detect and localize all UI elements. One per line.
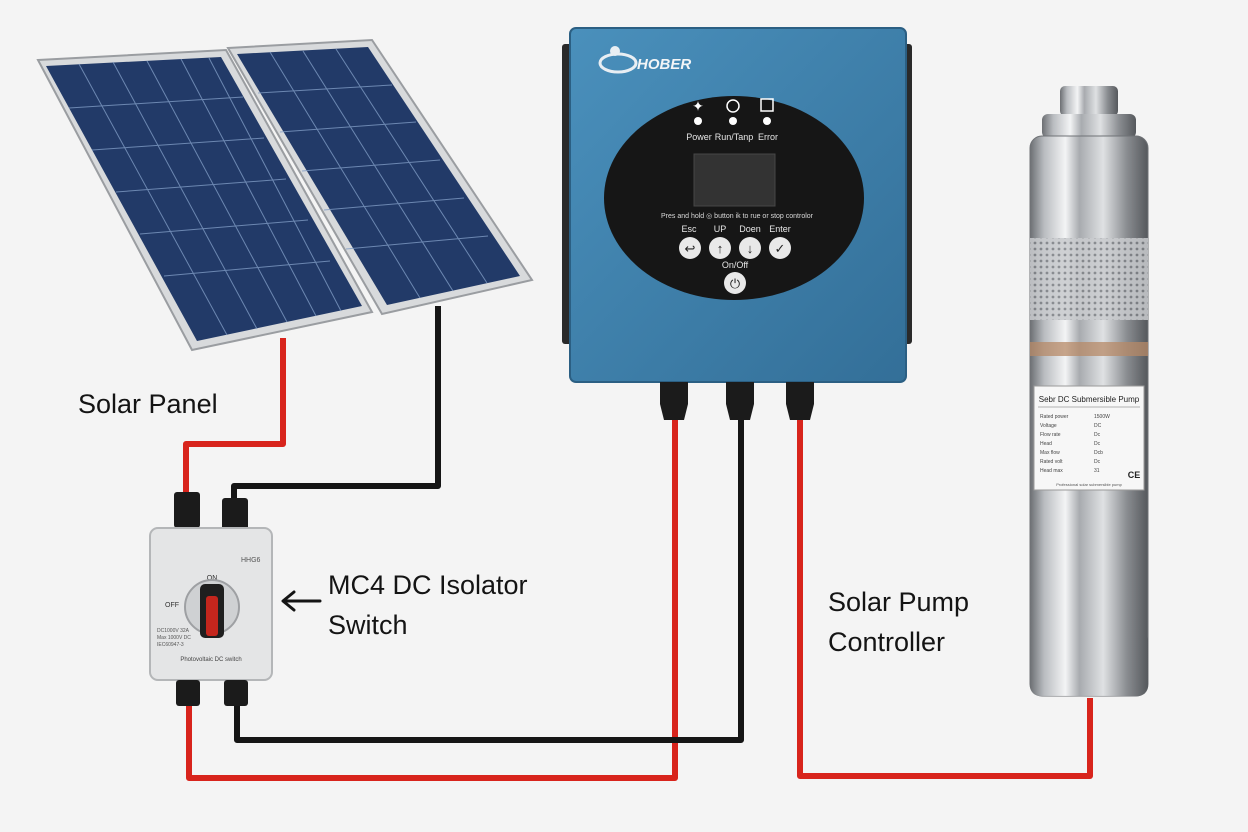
power-icon: ⏻ [730, 276, 740, 291]
spec-key: Flow rate [1040, 432, 1061, 438]
on-marking: ON [207, 575, 218, 582]
spec-key: Head [1040, 441, 1052, 447]
run-indicator-label: Run/Tanp [715, 132, 754, 142]
mc4-connector-top-left [174, 492, 200, 528]
isolator-negative-wire [234, 418, 744, 743]
enter-label: Enter [769, 224, 791, 234]
submersible-pump: Sebr DC Submersible Pump Rated power 150… [1029, 86, 1149, 697]
error-led [763, 117, 771, 125]
solar-panel-right [226, 38, 534, 316]
spec-value: Dcb [1094, 450, 1103, 456]
pump-nameplate [1033, 385, 1145, 491]
spec-key: Rated volt [1040, 459, 1063, 465]
isolator-brand-mark: HHG6 [241, 557, 261, 564]
checkmark-icon: ✓ [775, 241, 786, 256]
pump-intake-mesh [1030, 238, 1148, 320]
spec-value: 1500W [1094, 414, 1110, 420]
isolator-spec-line-1: DC1000V 32A [157, 628, 190, 634]
spec-value: Dc [1094, 459, 1101, 465]
isolator-label-line1: MC4 DC Isolator [328, 570, 528, 600]
spec-value: 31 [1094, 468, 1100, 474]
arrow-up-icon: ↑ [717, 241, 724, 256]
spec-key: Rated power [1040, 414, 1069, 420]
pump-copper-band [1030, 342, 1148, 356]
spec-value: Dc [1094, 432, 1101, 438]
back-arrow-icon: ↩ [685, 241, 696, 256]
controller-label-line1: Solar Pump [828, 587, 970, 617]
esc-label: Esc [681, 224, 697, 234]
panel-positive-wire [183, 338, 286, 498]
handle-red-indicator [206, 596, 218, 636]
solar-panel-label: Solar Panel [78, 389, 218, 419]
up-button[interactable]: ↑ [709, 237, 731, 259]
solar-pump-controller: HOBER ✦ Power Run/Tanp Error Pres and ho… [562, 27, 912, 420]
isolator-spec-line-3: IEC60947-3 [157, 642, 184, 648]
dc-isolator-switch: HHG6 ON OFF DC1000V 32A Max 1000V DC IEC… [149, 492, 273, 706]
panel-negative-wire [231, 306, 441, 505]
solar-panel-left [36, 48, 374, 352]
isolator-label-line2: Switch [328, 610, 408, 640]
isolator-positive-wire [186, 418, 678, 781]
esc-button[interactable]: ↩ [679, 237, 701, 259]
isolator-spec-line-2: Max 1000V DC [157, 635, 191, 641]
power-button[interactable]: ⏻ [724, 272, 746, 294]
isolator-pointer-arrow [281, 590, 322, 612]
brand-text: HOBER [637, 56, 691, 73]
down-button[interactable]: ↓ [739, 237, 761, 259]
nameplate-spec-table: Rated power 1500W Voltage DC Flow rate D… [1040, 414, 1110, 474]
mc4-connector-bottom-left [176, 680, 200, 706]
brand-logo: HOBER [598, 46, 691, 74]
ce-mark: CE [1128, 470, 1141, 480]
instruction-text: Pres and hold ◎ button ik to rue or stop… [661, 213, 814, 220]
down-label: Doen [739, 224, 761, 234]
spec-value: Dc [1094, 441, 1101, 447]
error-indicator-label: Error [758, 132, 778, 142]
pump-head [1042, 114, 1136, 138]
spec-key: Voltage [1040, 423, 1057, 429]
off-marking: OFF [165, 602, 179, 609]
pump-outlet-cap [1060, 86, 1118, 116]
cable-gland-right [786, 382, 814, 420]
rotary-switch-handle[interactable] [200, 584, 224, 638]
run-indicator-icon [726, 99, 740, 113]
mc4-connector-bottom-right [224, 680, 248, 706]
arrow-down-icon: ↓ [747, 241, 754, 256]
cable-glands [660, 382, 814, 420]
nameplate-title: Sebr DC Submersible Pump [1039, 395, 1140, 404]
up-label: UP [714, 224, 727, 234]
power-led [694, 117, 702, 125]
error-indicator-icon [760, 98, 774, 112]
spec-value: DC [1094, 423, 1102, 429]
power-indicator-label: Power [686, 132, 712, 142]
nameplate-footer: Professional solar submersible pump [1056, 482, 1122, 487]
spec-key: Head max [1040, 468, 1063, 474]
run-led [729, 117, 737, 125]
isolator-footer-text: Photovoltaic DC switch [180, 657, 241, 663]
power-button-label: On/Off [722, 260, 749, 270]
enter-button[interactable]: ✓ [769, 237, 791, 259]
indicator-icons: ✦ [692, 98, 774, 125]
cable-gland-left [660, 382, 688, 420]
pump-positive-wire [797, 418, 1093, 779]
cable-gland-middle [726, 382, 754, 420]
mc4-connector-top-right [222, 498, 248, 530]
solar-panel-array [36, 38, 534, 352]
power-indicator-icon: ✦ [692, 98, 704, 114]
wires [183, 306, 1093, 781]
pump-base [1030, 630, 1148, 696]
controller-label-line2: Controller [828, 627, 946, 657]
spec-key: Max flow [1040, 450, 1060, 456]
lcd-screen [693, 153, 776, 207]
